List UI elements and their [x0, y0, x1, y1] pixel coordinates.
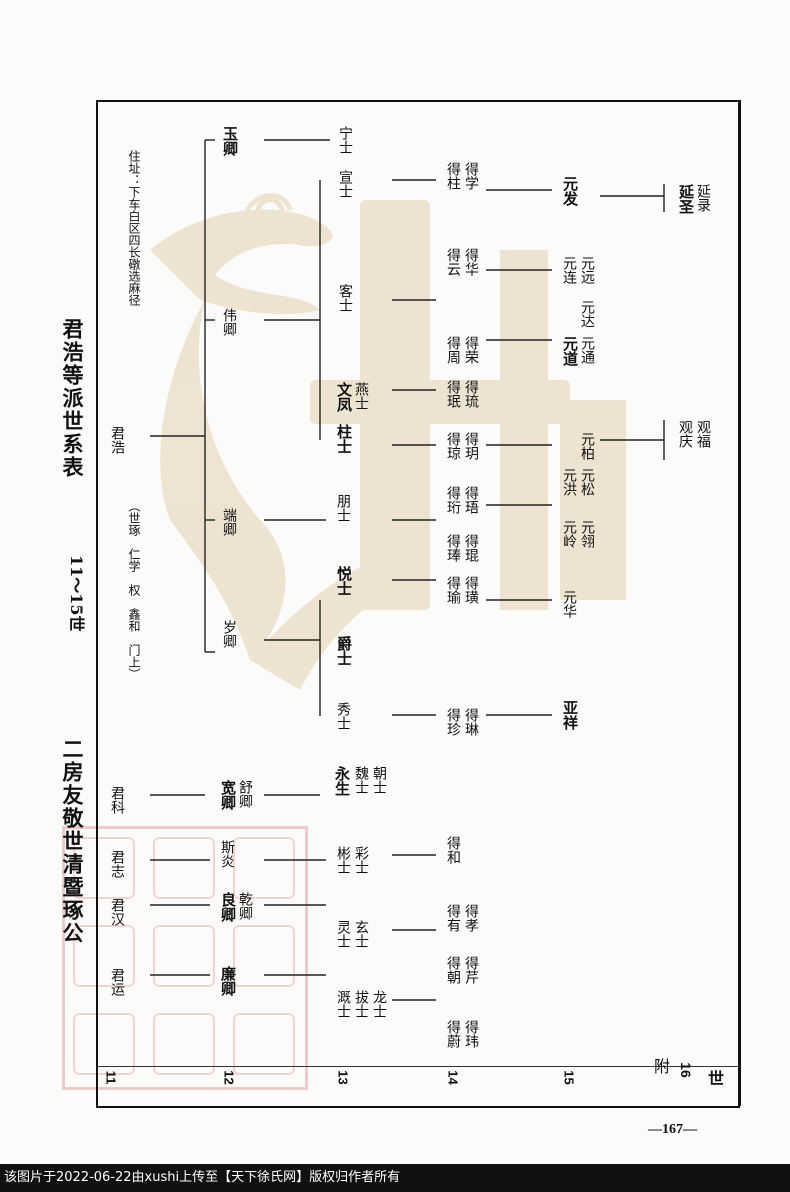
person-g16-4: 延录	[695, 184, 711, 212]
person-g15-10: 元达	[579, 300, 595, 328]
person-g11-2: 君汉	[109, 898, 125, 926]
person-g14-3: 得朝	[445, 956, 461, 984]
residence-note: 住址：下车白区四长礅选麻径	[127, 150, 141, 306]
person-g13-19: 宣士	[337, 170, 353, 198]
person-g12-10: 玉卿	[221, 126, 239, 156]
title-right: 君浩等派世系表	[60, 318, 85, 479]
person-g14-2: 得玮	[463, 1020, 479, 1048]
collection-seal	[62, 826, 308, 1090]
shi-label: 世	[705, 1070, 724, 1086]
person-g14-7: 得和	[445, 836, 461, 864]
person-g13-14: 朋士	[335, 494, 351, 522]
person-g14-22: 得云	[445, 248, 461, 276]
person-g15-9: 元通	[579, 336, 595, 364]
person-g14-20: 得周	[445, 336, 461, 364]
person-g15-7: 元柏	[579, 432, 595, 460]
person-g12-8: 端卿	[221, 508, 237, 536]
origin-note: （世琢 仁学 权 鑫和 门上）	[127, 500, 141, 680]
table-frame	[96, 100, 740, 1108]
appendix-separator	[98, 1066, 738, 1067]
person-g12-1: 廉卿	[219, 966, 237, 996]
person-g14-19: 得琉	[463, 380, 479, 408]
person-g11-3: 君志	[109, 850, 125, 878]
page-number: —167—	[648, 1122, 697, 1137]
person-g13-15: 柱士	[335, 424, 353, 454]
person-g15-4: 元翎	[579, 520, 595, 548]
person-g13-5: 玄士	[353, 920, 369, 948]
person-g13-17: 燕士	[353, 382, 369, 410]
upload-footer: 该图片于2022-06-22由xushi上传至【天下徐氏网】版权归作者所有	[0, 1164, 790, 1192]
person-g15-5: 元洪	[561, 468, 577, 496]
person-g13-1: 溉士	[335, 990, 351, 1018]
person-g13-8: 永生	[333, 766, 351, 796]
person-g14-18: 得珉	[445, 380, 461, 408]
person-g13-18: 客士	[337, 284, 353, 312]
person-g14-1: 得蔚	[445, 1020, 461, 1048]
frame-left-rule	[96, 100, 98, 1106]
person-g14-8: 得珍	[445, 708, 461, 736]
person-g13-10: 朝士	[371, 766, 387, 794]
person-g15-8: 元道	[561, 336, 579, 366]
person-g13-12: 爵士	[335, 636, 353, 666]
person-g11-5: 君浩	[109, 426, 125, 454]
person-g15-3: 元岭	[561, 520, 577, 548]
person-g11-1: 君运	[109, 968, 125, 996]
person-g14-14: 得珩	[445, 486, 461, 514]
person-g14-24: 得柱	[445, 162, 461, 190]
person-g13-13: 悦士	[335, 566, 353, 596]
person-g12-6: 舒卿	[237, 780, 253, 808]
person-g13-20: 宁士	[337, 126, 353, 154]
person-g14-16: 得琼	[445, 432, 461, 460]
person-g14-12: 得琫	[445, 534, 461, 562]
person-g14-6: 得孝	[463, 904, 479, 932]
person-g12-5: 宽卿	[219, 780, 237, 810]
person-g13-6: 彬士	[335, 846, 351, 874]
person-g15-2: 元华	[561, 590, 577, 618]
person-g13-9: 魏士	[353, 766, 369, 794]
person-g12-9: 伟卿	[221, 308, 237, 336]
person-g14-11: 得璜	[463, 576, 479, 604]
person-g14-23: 得华	[463, 248, 479, 276]
person-g16-2: 观福	[695, 420, 711, 448]
person-g13-2: 拔士	[353, 990, 369, 1018]
person-g13-16: 文凤	[335, 382, 353, 412]
person-g15-6: 元松	[579, 468, 595, 496]
title-main: 二房友敬世清暨琢公	[60, 738, 85, 945]
person-g12-3: 乾卿	[237, 892, 253, 920]
person-g12-4: 斯炎	[219, 840, 235, 868]
frame-right-rule	[738, 100, 741, 1106]
person-g11-4: 君科	[109, 786, 125, 814]
person-g15-13: 元发	[561, 176, 579, 206]
person-g12-2: 良卿	[219, 892, 237, 922]
person-g12-7: 岁卿	[221, 620, 237, 648]
person-g13-4: 灵士	[335, 920, 351, 948]
person-g13-3: 龙士	[371, 990, 387, 1018]
person-g14-4: 得芹	[463, 956, 479, 984]
person-g14-15: 得珸	[463, 486, 479, 514]
person-g14-25: 得学	[463, 162, 479, 190]
person-g15-12: 元远	[579, 256, 595, 284]
appendix-label: 附	[651, 1058, 670, 1074]
person-g15-11: 元连	[561, 256, 577, 284]
person-g14-9: 得琳	[463, 708, 479, 736]
person-g14-5: 得有	[445, 904, 461, 932]
person-g13-11: 秀士	[335, 702, 351, 730]
person-g16-1: 观庆	[677, 420, 693, 448]
person-g14-13: 得琨	[463, 534, 479, 562]
person-g13-7: 彩士	[353, 846, 369, 874]
person-g16-3: 延圣	[677, 184, 695, 214]
person-g14-10: 得瑜	[445, 576, 461, 604]
person-g14-21: 得荣	[463, 336, 479, 364]
person-g15-1: 亚祥	[561, 700, 579, 730]
person-g14-17: 得玥	[463, 432, 479, 460]
